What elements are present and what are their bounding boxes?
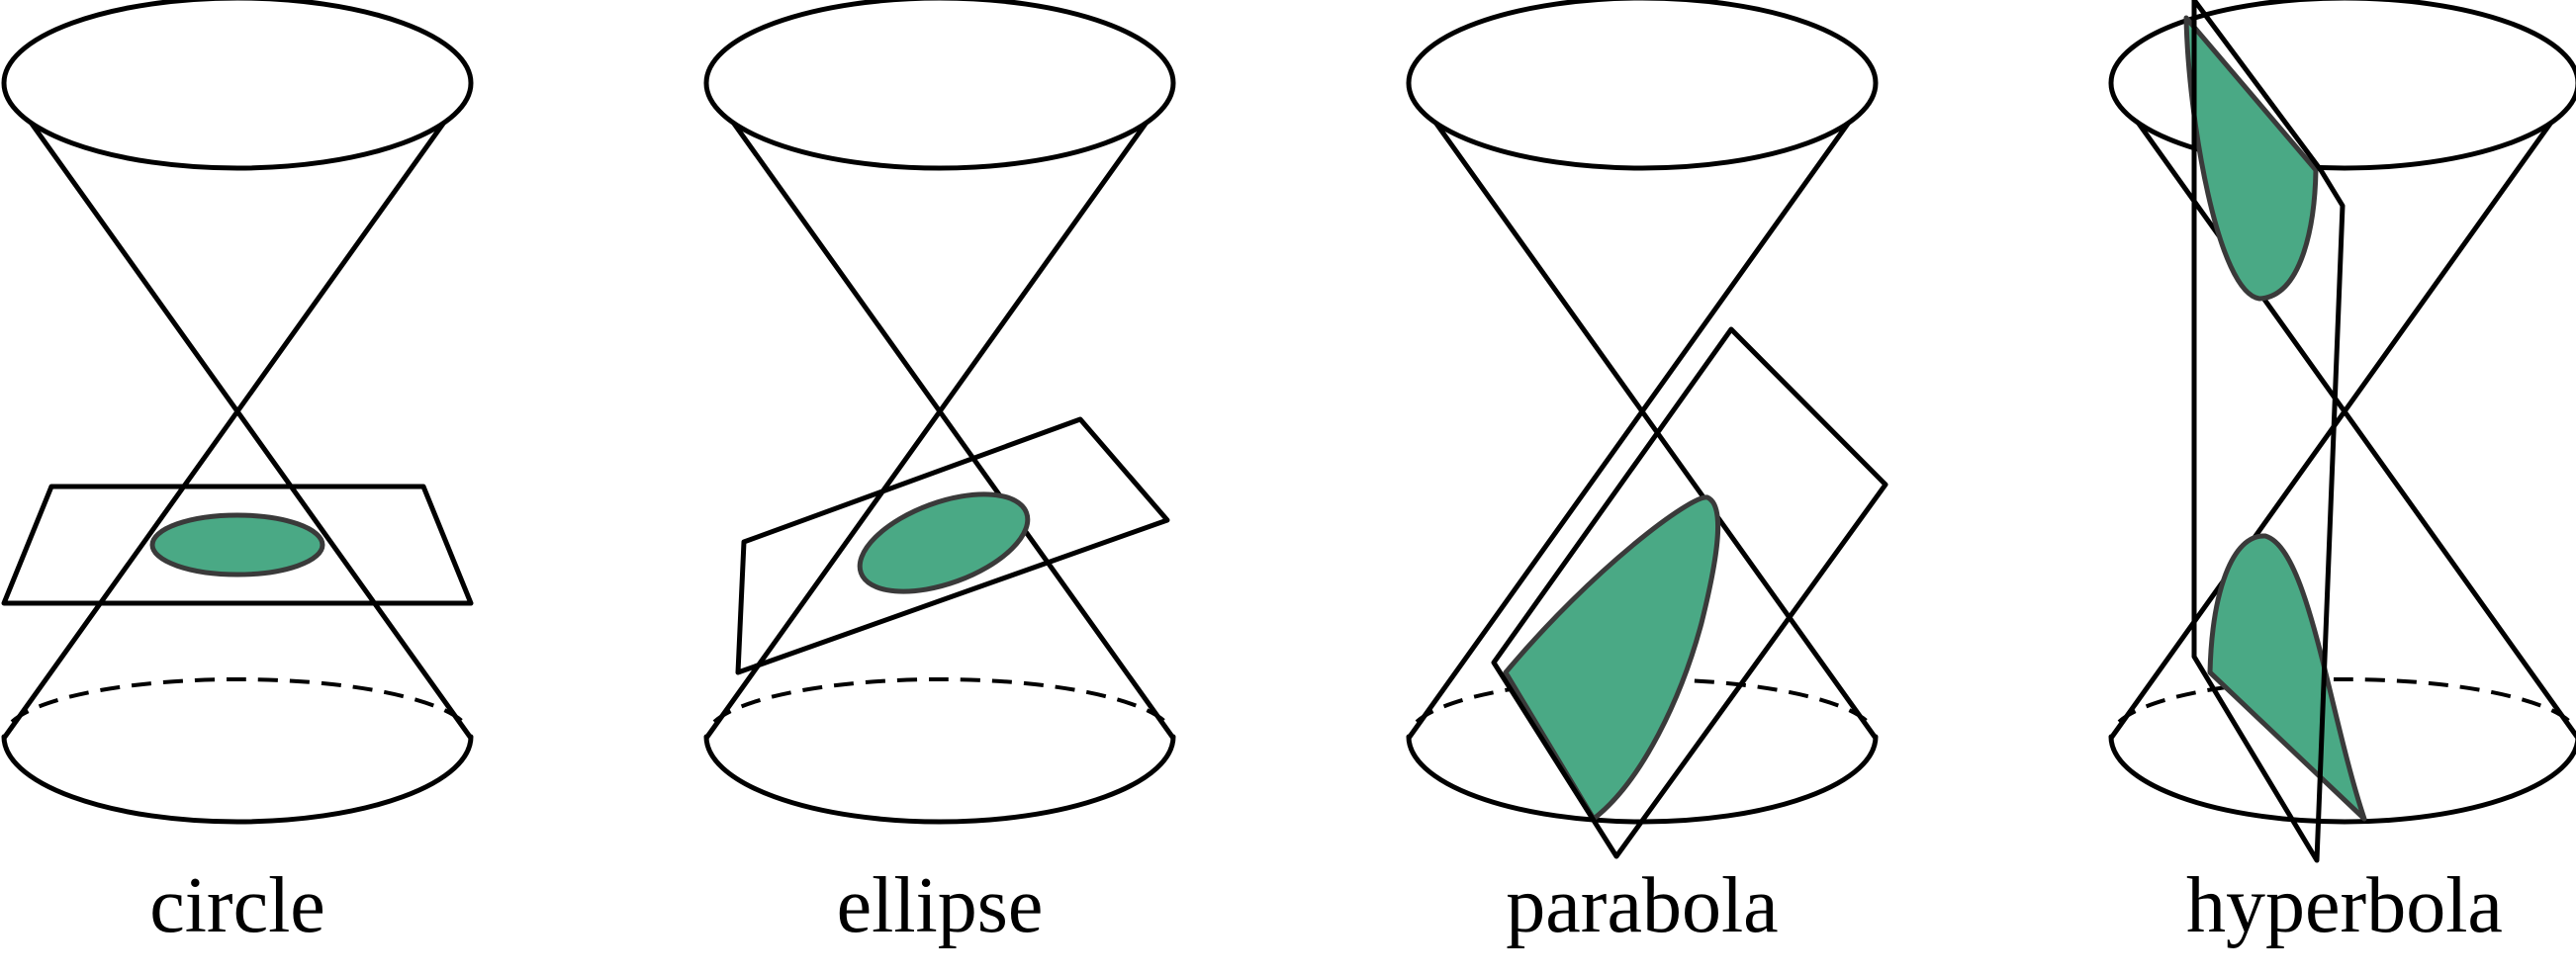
cone-generator-left (731, 121, 1175, 740)
lower-cone-rim-back (2117, 676, 2572, 724)
section-circle (149, 512, 325, 577)
section-hyperbola-lower (2207, 533, 2367, 822)
cone-generator-right (2, 121, 446, 740)
panel-circle (1, 0, 474, 825)
cone-generator-left (2136, 121, 2576, 740)
lower-cone-rim-back (10, 676, 465, 724)
cone-generator-left (1433, 121, 1878, 740)
lower-cone-rim-front (2108, 734, 2576, 825)
caption-ellipse: ellipse (837, 862, 1044, 949)
lower-cone-rim-front (703, 734, 1176, 825)
upper-cone-rim (1406, 0, 1879, 171)
cone-generator-right (704, 121, 1149, 740)
caption-parabola: parabola (1506, 862, 1778, 949)
section-parabola (1503, 494, 1721, 822)
cutting-plane (735, 416, 1170, 675)
cutting-plane (2191, 0, 2346, 863)
caption-circle: circle (149, 862, 325, 949)
upper-cone-rim (2108, 0, 2576, 171)
caption-hyperbola: hyperbola (2186, 862, 2503, 949)
section-ellipse (857, 491, 1031, 594)
lower-cone-rim-back (712, 676, 1167, 724)
panel-ellipse (703, 0, 1176, 825)
lower-cone-rim-front (1, 734, 474, 825)
panel-hyperbola (2108, 0, 2576, 863)
cutting-plane (1491, 326, 1888, 859)
upper-cone-rim (1, 0, 474, 171)
section-hyperbola-upper (2183, 15, 2319, 302)
cone-generator-left (29, 121, 473, 740)
cutting-plane (1, 484, 474, 606)
cone-generator-right (1407, 121, 1851, 740)
upper-cone-rim (703, 0, 1176, 171)
panel-parabola (1406, 0, 1888, 859)
cone-generator-right (2109, 121, 2553, 740)
